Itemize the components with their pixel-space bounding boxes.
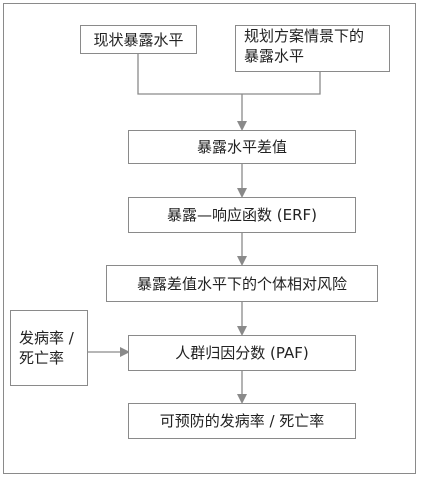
diagram-frame <box>3 3 416 474</box>
node-relative-risk: 暴露差值水平下的个体相对风险 <box>106 265 378 302</box>
node-scenario-exposure-line2: 暴露水平 <box>244 47 305 65</box>
node-scenario-exposure-line1: 规划方案情景下的 <box>244 27 365 45</box>
node-paf-label: 人群归因分数 (PAF) <box>175 344 309 362</box>
node-scenario-exposure: 规划方案情景下的 暴露水平 <box>235 25 390 72</box>
node-preventable-label: 可预防的发病率 / 死亡率 <box>159 412 325 430</box>
node-exposure-difference-label: 暴露水平差值 <box>196 138 287 156</box>
node-exposure-difference: 暴露水平差值 <box>128 130 356 164</box>
node-paf: 人群归因分数 (PAF) <box>128 335 356 371</box>
node-current-exposure-label: 现状暴露水平 <box>93 30 184 49</box>
node-preventable: 可预防的发病率 / 死亡率 <box>128 403 356 439</box>
node-erf-label: 暴露—响应函数 (ERF) <box>166 206 317 224</box>
node-incidence-mortality: 发病率 / 死亡率 <box>10 310 88 386</box>
node-erf: 暴露—响应函数 (ERF) <box>128 197 356 233</box>
node-relative-risk-label: 暴露差值水平下的个体相对风险 <box>136 274 347 293</box>
node-current-exposure: 现状暴露水平 <box>80 25 197 54</box>
node-incidence-line1: 发病率 / <box>19 329 74 347</box>
node-incidence-line2: 死亡率 <box>19 349 65 367</box>
